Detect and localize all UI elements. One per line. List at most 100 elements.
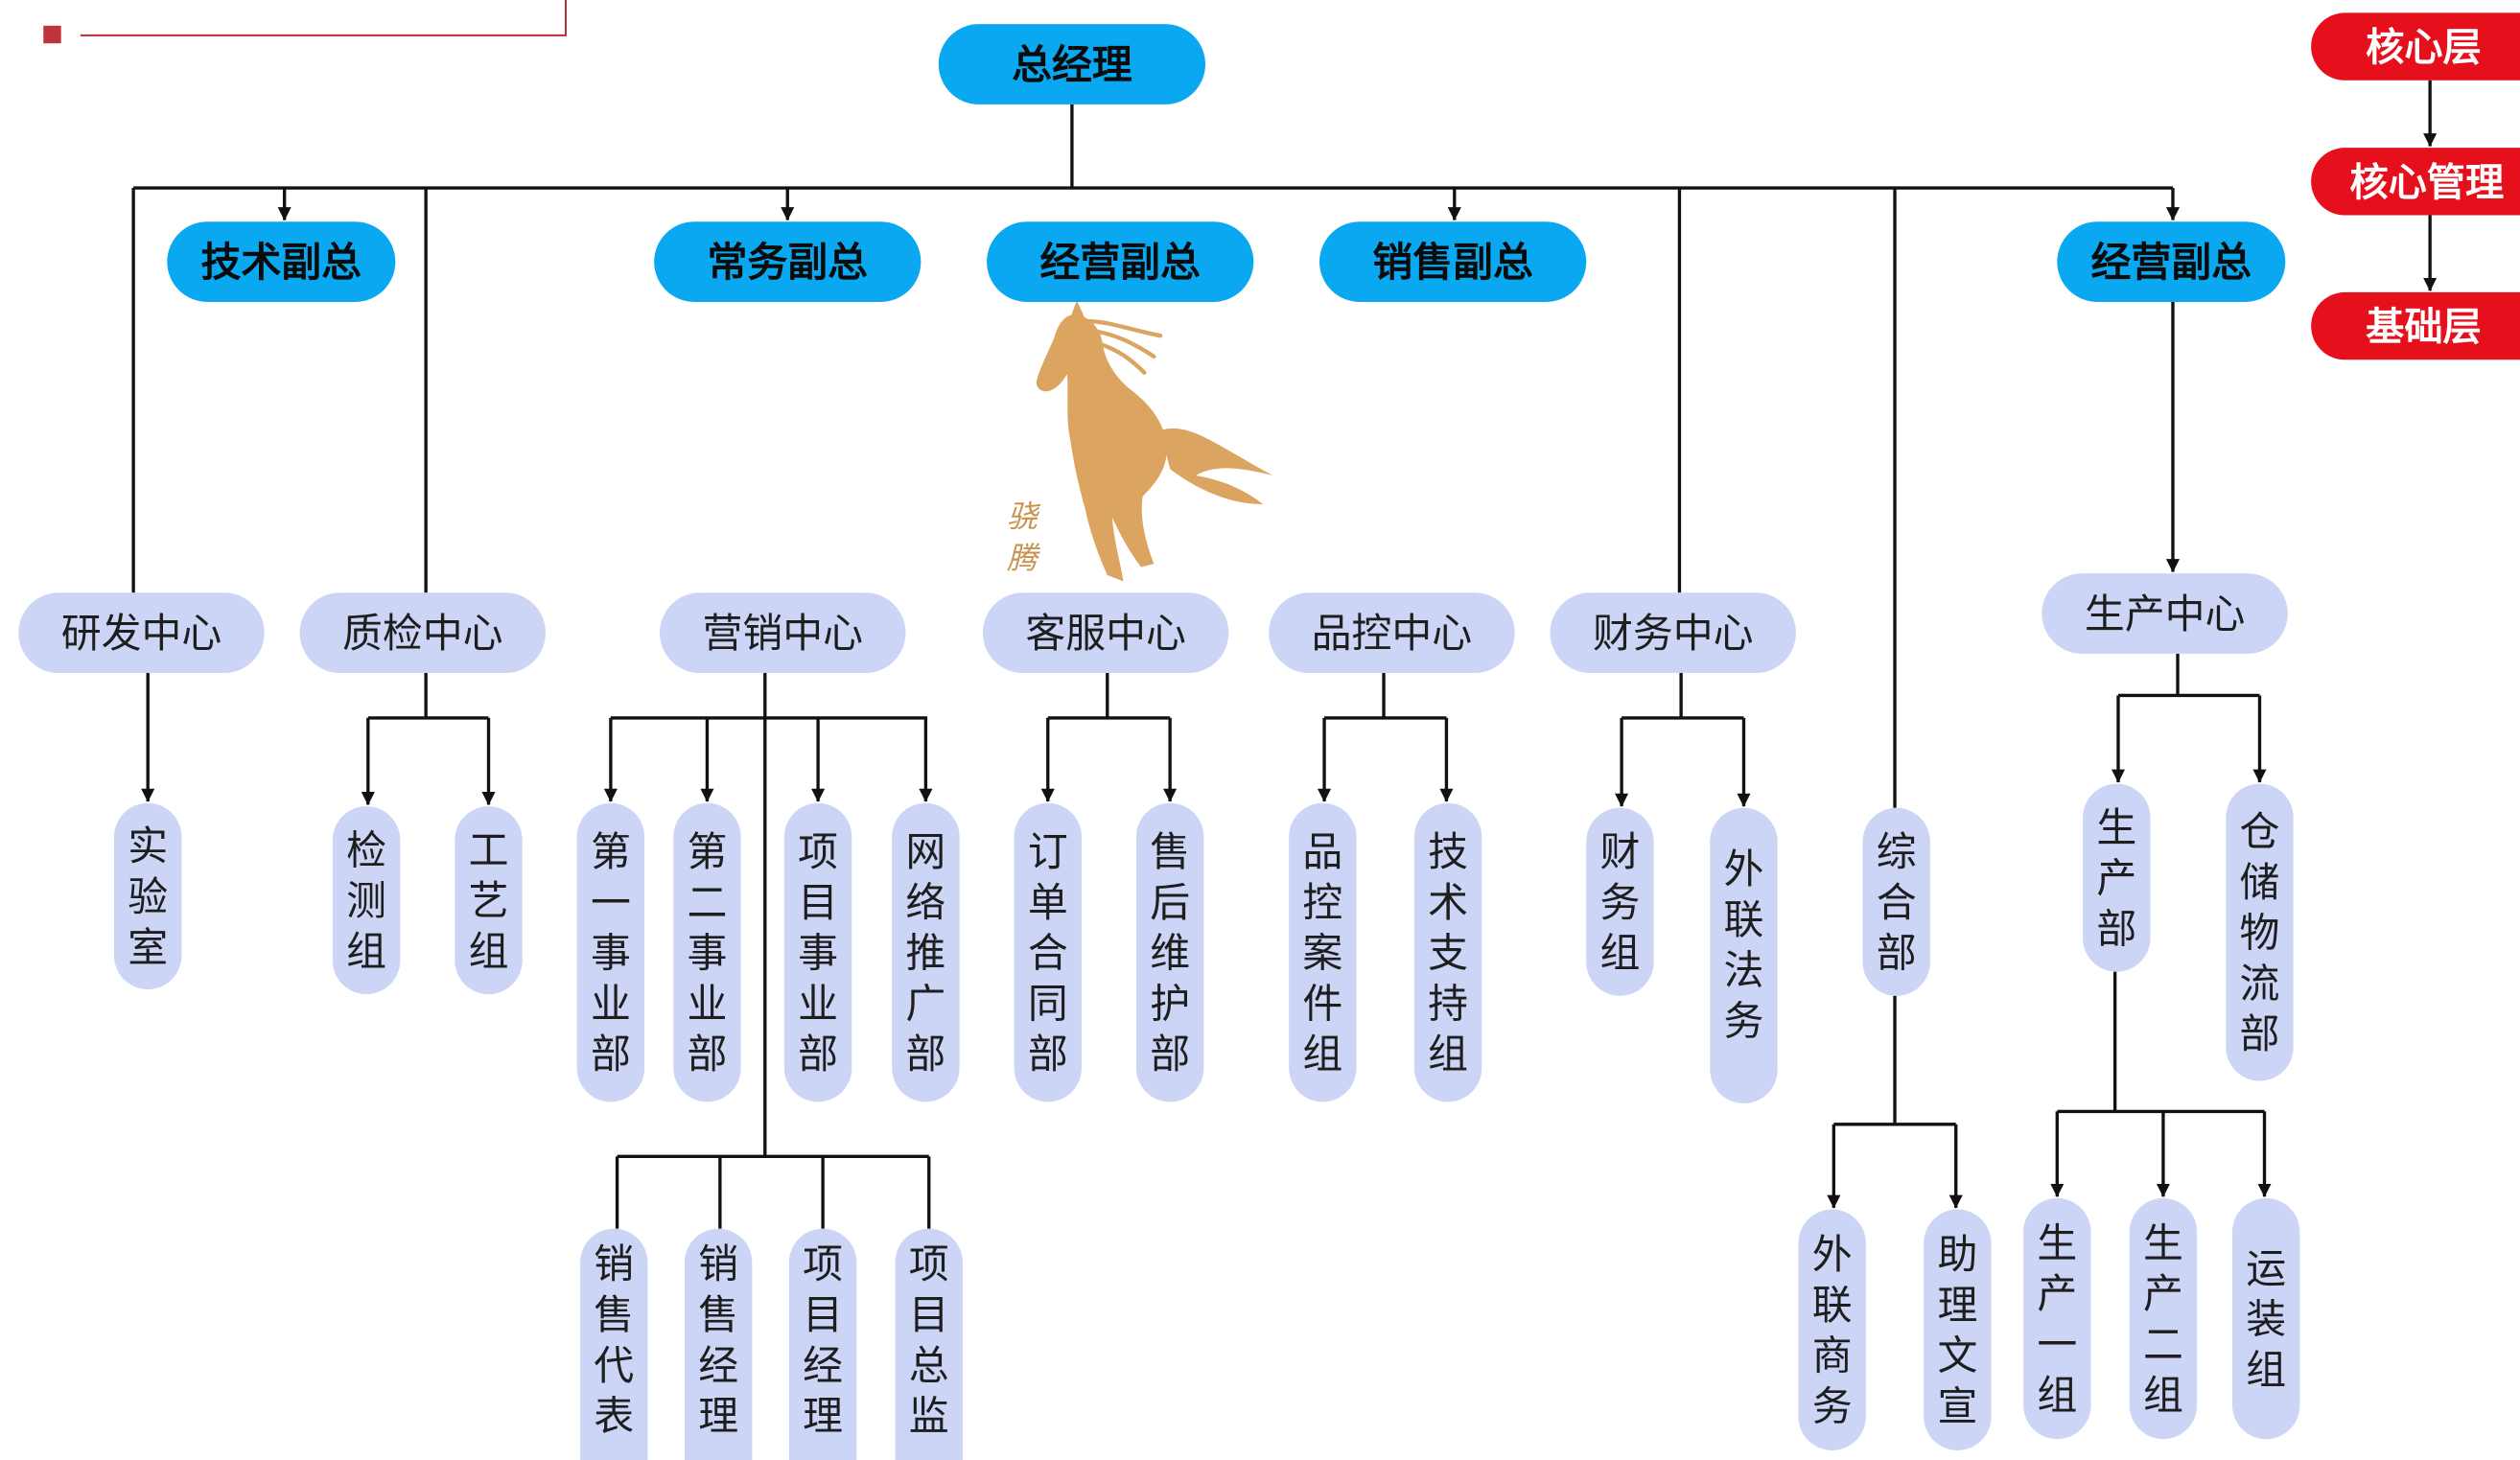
- label-char: 售: [594, 1292, 634, 1337]
- label-char: 合: [1028, 931, 1068, 976]
- label-char: 件: [1302, 981, 1342, 1026]
- label-char: 售: [1150, 829, 1190, 874]
- node-external-legal: 外联法务: [1710, 807, 1778, 1104]
- label-char: 储: [2240, 860, 2280, 905]
- label-char: 实: [128, 823, 168, 869]
- node-label: 销售代表: [594, 1241, 634, 1438]
- label-char: 同: [1028, 981, 1068, 1026]
- legend-pill: [2311, 148, 2520, 216]
- node-label: 第一事业部: [591, 829, 631, 1077]
- label-char: 验: [128, 874, 168, 919]
- node-finance-center: 财务中心: [1550, 592, 1796, 674]
- label-char: 理: [1937, 1283, 1977, 1328]
- label-char: 检: [346, 827, 386, 872]
- legend-core-management: 核心管理: [2311, 148, 2520, 216]
- label-char: 监: [909, 1394, 949, 1439]
- node-label: 生产二组: [2143, 1220, 2183, 1417]
- label-char: 案: [1302, 931, 1342, 976]
- horse-mane: [1084, 318, 1163, 375]
- label-char: 产: [2037, 1271, 2077, 1316]
- label-char: 商: [1812, 1333, 1853, 1379]
- horse-body: [1036, 314, 1167, 582]
- node-label: 经营副总: [2091, 240, 2252, 285]
- label-char: 生: [2037, 1220, 2077, 1265]
- node-label: 仓储物流部: [2240, 809, 2280, 1056]
- label-char: 联: [1812, 1283, 1853, 1328]
- node-tech-support: 技术支持组: [1413, 802, 1482, 1102]
- node-label: 综合部: [1877, 829, 1917, 976]
- node-orders-contracts: 订单合同部: [1014, 802, 1082, 1102]
- node-ceo: 总经理: [938, 24, 1206, 104]
- node-label: 检测组: [346, 827, 386, 974]
- label-char: 室: [128, 925, 168, 970]
- label-char: 事: [591, 931, 631, 976]
- label-char: 组: [1302, 1031, 1342, 1077]
- label-char: 法: [1724, 948, 1764, 993]
- label-char: 部: [1150, 1031, 1190, 1077]
- label-char: 业: [798, 981, 838, 1026]
- label-char: 技: [1428, 829, 1468, 874]
- node-label: 质检中心: [342, 611, 503, 656]
- label-char: 业: [688, 981, 728, 1026]
- department-pill: [1550, 592, 1796, 674]
- department-pill-vertical: [1135, 802, 1204, 1102]
- label-char: 组: [2037, 1373, 2077, 1418]
- department-pill: [18, 592, 265, 674]
- label-char: 事: [688, 931, 728, 976]
- node-label: 常务副总: [707, 240, 868, 285]
- node-label: 订单合同部: [1028, 829, 1068, 1077]
- label-char: 部: [2096, 907, 2136, 952]
- legend-base: 基础层: [2311, 291, 2520, 360]
- node-vp-admin: 常务副总: [654, 221, 922, 302]
- department-pill-vertical: [1710, 807, 1778, 1104]
- node-vp-tech: 技术副总: [167, 221, 396, 302]
- label-char: 组: [2143, 1373, 2183, 1418]
- org-nodes: 总经理技术副总常务副总经营副总销售副总经营副总研发中心质检中心营销中心客服中心品…: [18, 24, 2300, 1460]
- department-pill-vertical: [576, 802, 645, 1102]
- department-pill: [299, 592, 547, 674]
- label-char: 经: [698, 1343, 738, 1388]
- node-service-center: 客服中心: [982, 592, 1229, 674]
- node-process-group: 工艺组: [455, 806, 523, 995]
- node-label: 客服中心: [1025, 611, 1186, 656]
- department-pill-vertical: [332, 806, 401, 995]
- node-label: 网络推广部: [905, 829, 945, 1077]
- label-char: 物: [2240, 911, 2280, 956]
- executive-pill: [1319, 221, 1587, 302]
- label-char: 销: [698, 1241, 738, 1286]
- label-char: 代: [594, 1343, 634, 1388]
- label-char: 项: [909, 1241, 949, 1286]
- label-char: 宣: [1937, 1384, 1977, 1429]
- department-pill-vertical: [1289, 802, 1357, 1102]
- department-pill: [2042, 573, 2288, 654]
- node-qc-center: 质检中心: [299, 592, 547, 674]
- legend-label: 核心层: [2366, 26, 2482, 69]
- node-label: 项目事业部: [798, 829, 838, 1077]
- department-pill: [982, 592, 1229, 674]
- node-online-promo: 网络推广部: [892, 802, 960, 1102]
- node-label: 研发中心: [61, 611, 222, 656]
- label-char: 组: [469, 929, 509, 974]
- label-char: 目: [909, 1292, 949, 1337]
- label-char: 网: [905, 829, 945, 874]
- label-char: 目: [803, 1292, 843, 1337]
- label-char: 部: [798, 1031, 838, 1077]
- label-char: 组: [1428, 1031, 1468, 1077]
- bullet-square-icon: [43, 25, 61, 44]
- label-char: 部: [1028, 1031, 1068, 1077]
- node-label: 技术支持组: [1428, 829, 1468, 1077]
- node-marketing-center: 营销中心: [660, 592, 906, 674]
- node-external-business: 外联商务: [1798, 1209, 1866, 1450]
- node-vp-sales: 销售副总: [1319, 221, 1587, 302]
- node-label: 运装组: [2246, 1246, 2286, 1393]
- department-pill-vertical: [2226, 783, 2294, 1081]
- label-char: 表: [594, 1394, 634, 1439]
- node-label: 技术副总: [201, 240, 362, 285]
- node-production-team-1: 生产一组: [2023, 1197, 2091, 1440]
- legend-core: 核心层: [2311, 12, 2520, 81]
- node-inspection-group: 检测组: [332, 806, 401, 995]
- horse-watermark: 骁腾: [1007, 300, 1273, 582]
- mane-strand: [1090, 328, 1156, 359]
- node-general-affairs: 综合部: [1862, 807, 1930, 996]
- label-char: 项: [803, 1241, 843, 1286]
